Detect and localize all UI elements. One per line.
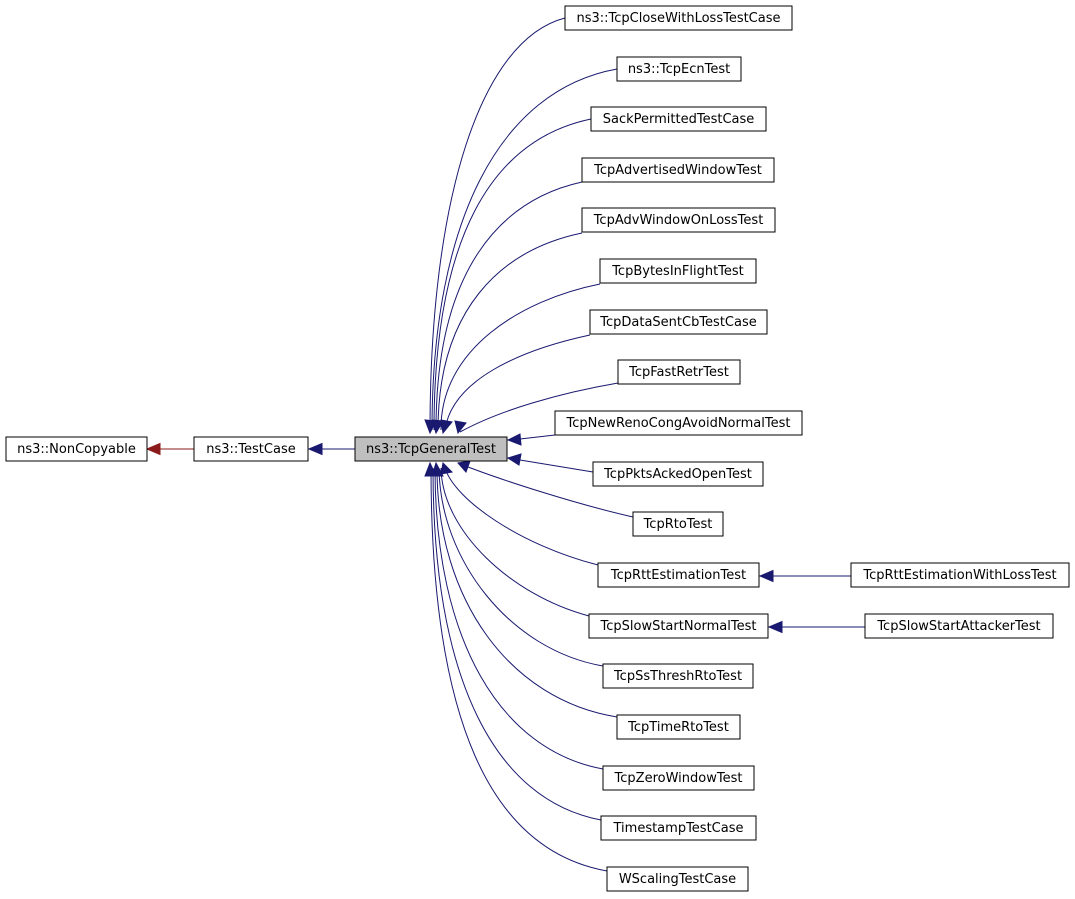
edge-arrow-top-4	[454, 420, 467, 435]
edge-arrow-bottom-1	[424, 461, 437, 477]
node-child-label: TcpSlowStartNormalTest	[600, 619, 757, 634]
edge-arrow-top-3	[440, 419, 453, 435]
edge-arrow-noncopyable	[145, 442, 161, 456]
edge-arrow-bottom-3	[440, 461, 454, 475]
node-child-rto[interactable]: TcpRtoTest	[632, 511, 724, 537]
node-child-timerto[interactable]: TcpTimeRtoTest	[616, 714, 741, 740]
node-slowstartattacker-label: TcpSlowStartAttackerTest	[876, 619, 1040, 634]
node-child-wscaling[interactable]: WScalingTestCase	[606, 866, 749, 892]
node-noncopyable-label: ns3::NonCopyable	[17, 442, 136, 457]
node-child-label: TcpSsThreshRtoTest	[613, 669, 742, 684]
node-child-label: SackPermittedTestCase	[603, 112, 755, 127]
node-testcase[interactable]: ns3::TestCase	[193, 436, 309, 462]
node-child-timestamp[interactable]: TimestampTestCase	[600, 815, 757, 841]
edge-bytesinflight	[440, 283, 601, 431]
edge-arrow-top-2	[431, 419, 444, 435]
node-child-label: TcpAdvWindowOnLossTest	[593, 213, 764, 228]
node-child-label: TcpPktsAckedOpenTest	[603, 467, 752, 482]
node-child-label: TcpTimeRtoTest	[627, 720, 729, 735]
node-noncopyable[interactable]: ns3::NonCopyable	[5, 436, 148, 462]
node-child-label: TcpDataSentCbTestCase	[599, 315, 757, 330]
node-child-label: TcpZeroWindowTest	[614, 771, 743, 786]
node-tcpgeneraltest[interactable]: ns3::TcpGeneralTest	[354, 436, 508, 462]
edge-arrow-slowstartnormal	[767, 620, 783, 634]
edge-arrow-testcase	[307, 442, 323, 456]
edge-arrow-right-1	[506, 433, 522, 446]
edge-ecn	[431, 68, 618, 431]
edge-wscaling	[430, 467, 608, 872]
node-child-zerowindow[interactable]: TcpZeroWindowTest	[602, 765, 755, 791]
edge-pktsacked	[519, 459, 594, 473]
node-child-label: TcpNewRenoCongAvoidNormalTest	[566, 416, 791, 431]
node-rttestimationwithloss-label: TcpRttEstimationWithLossTest	[862, 568, 1056, 583]
edge-rto	[457, 462, 634, 518]
node-child-slowstartnormal[interactable]: TcpSlowStartNormalTest	[588, 613, 769, 639]
node-child-label: ns3::TcpEcnTest	[628, 62, 730, 77]
node-rttestimationwithloss[interactable]: TcpRttEstimationWithLossTest	[850, 562, 1070, 588]
node-child-label: TcpAdvertisedWindowTest	[593, 163, 762, 178]
node-child-advwindowonloss[interactable]: TcpAdvWindowOnLossTest	[581, 207, 776, 233]
node-child-label: TimestampTestCase	[613, 821, 744, 836]
edge-zerowindow	[434, 467, 604, 770]
node-child-pktsacked[interactable]: TcpPktsAckedOpenTest	[592, 461, 764, 487]
edge-timestamp	[432, 467, 602, 821]
edge-ssthreshrto	[438, 467, 604, 667]
node-child-datasentcb[interactable]: TcpDataSentCbTestCase	[589, 309, 768, 335]
edge-advwindowonloss	[437, 232, 583, 431]
node-child-bytesinflight[interactable]: TcpBytesInFlightTest	[599, 258, 757, 284]
node-child-label: WScalingTestCase	[619, 872, 736, 887]
edge-timerto	[436, 467, 618, 718]
node-child-rttestimation[interactable]: TcpRttEstimationTest	[597, 562, 760, 588]
edges	[145, 17, 865, 872]
node-child-label: TcpRtoTest	[643, 517, 713, 532]
edge-rttestimation	[444, 467, 599, 566]
node-child-fastretr[interactable]: TcpFastRetrTest	[617, 359, 741, 385]
edge-newreno	[519, 434, 556, 440]
node-child-label: ns3::TcpCloseWithLossTestCase	[576, 11, 780, 26]
edge-arrow-bottom-4	[457, 460, 471, 473]
node-child-newreno[interactable]: TcpNewRenoCongAvoidNormalTest	[554, 410, 803, 436]
edge-fastretr	[459, 382, 619, 433]
edge-sackpermitted	[433, 118, 592, 431]
edge-slowstartnormal	[440, 467, 590, 617]
node-slowstartattacker[interactable]: TcpSlowStartAttackerTest	[864, 613, 1054, 639]
edge-arrow-right-2	[506, 453, 522, 466]
node-child-label: TcpRttEstimationTest	[610, 568, 746, 583]
node-child-ssthreshrto[interactable]: TcpSsThreshRtoTest	[602, 663, 754, 689]
edge-advertisedwindow	[435, 181, 583, 431]
node-child-label: TcpBytesInFlightTest	[611, 264, 744, 279]
node-child-label: TcpFastRetrTest	[628, 365, 729, 380]
node-testcase-label: ns3::TestCase	[206, 442, 295, 457]
edge-datasentcb	[444, 334, 591, 431]
edge-arrow-rttestimation	[758, 569, 774, 583]
edge-closewithloss	[429, 17, 566, 431]
node-tcpgeneraltest-label: ns3::TcpGeneralTest	[366, 442, 496, 457]
node-child-closewithloss[interactable]: ns3::TcpCloseWithLossTestCase	[564, 5, 793, 31]
node-child-sackpermitted[interactable]: SackPermittedTestCase	[590, 106, 767, 132]
node-child-ecn[interactable]: ns3::TcpEcnTest	[616, 56, 742, 82]
node-child-advertisedwindow[interactable]: TcpAdvertisedWindowTest	[581, 157, 775, 183]
